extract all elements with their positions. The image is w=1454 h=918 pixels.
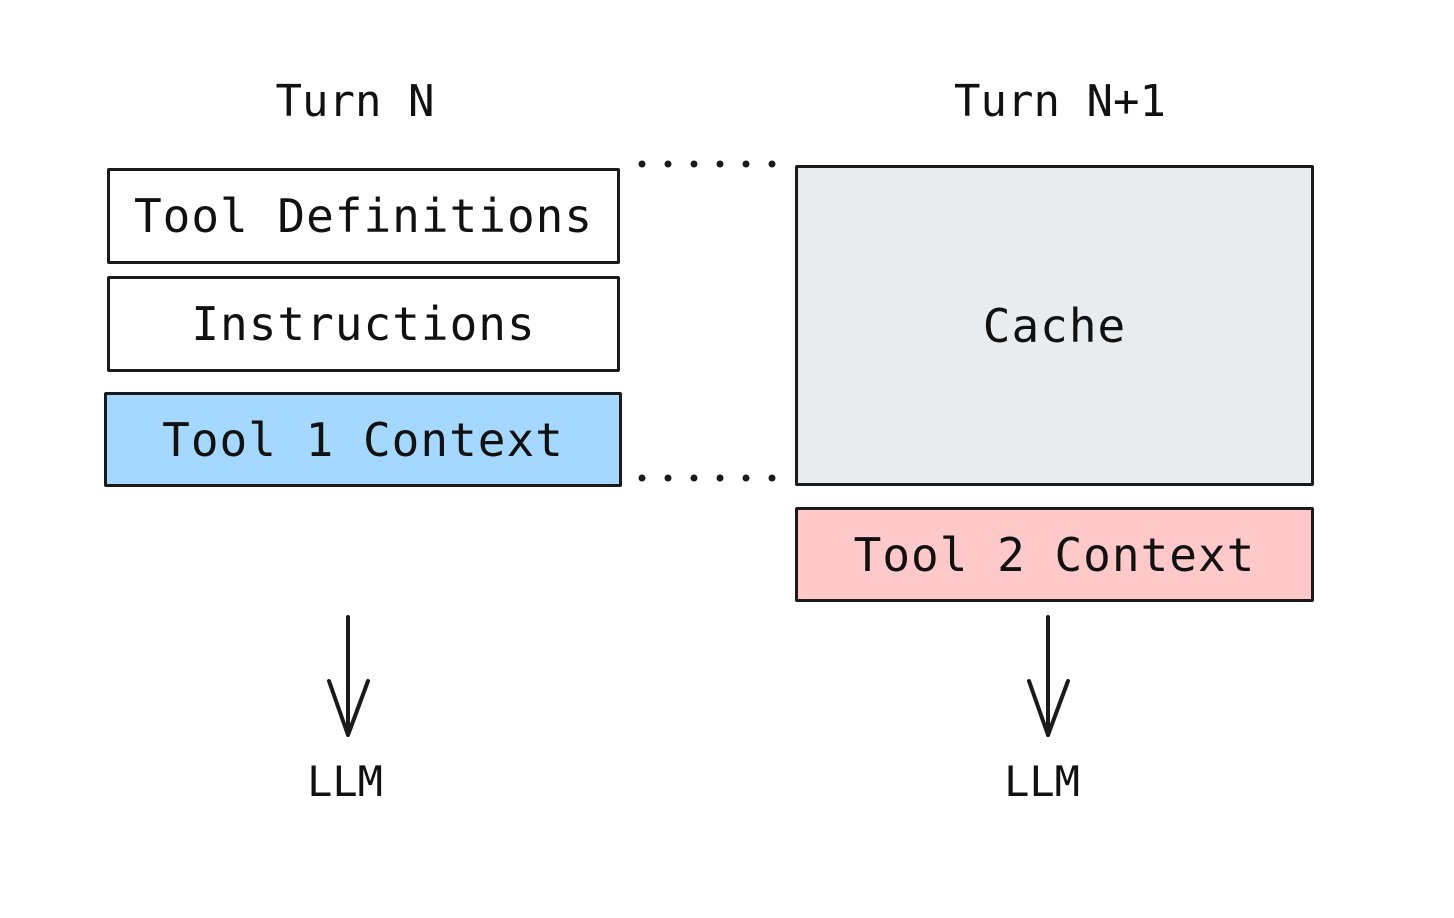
turn-n-arrow-icon <box>327 615 370 737</box>
tool-1-context-label: Tool 1 Context <box>162 412 564 467</box>
turn-n-plus-1-heading: Turn N+1 <box>954 76 1166 127</box>
tool-definitions-block: Tool Definitions <box>107 168 620 264</box>
turn-n-llm-label: LLM <box>307 757 383 806</box>
turn-n-plus-1-llm-label: LLM <box>1004 757 1080 806</box>
instructions-block: Instructions <box>107 276 620 372</box>
tool-1-context-block: Tool 1 Context <box>104 392 622 487</box>
turn-n-heading: Turn N <box>275 76 435 127</box>
tool-2-context-label: Tool 2 Context <box>853 527 1256 582</box>
instructions-label: Instructions <box>191 297 536 351</box>
cache-label: Cache <box>982 298 1127 353</box>
tool-2-context-block: Tool 2 Context <box>795 507 1314 602</box>
turn-n-plus-1-arrow-icon <box>1027 615 1070 737</box>
cache-block: Cache <box>795 165 1314 486</box>
tool-definitions-label: Tool Definitions <box>133 189 594 243</box>
